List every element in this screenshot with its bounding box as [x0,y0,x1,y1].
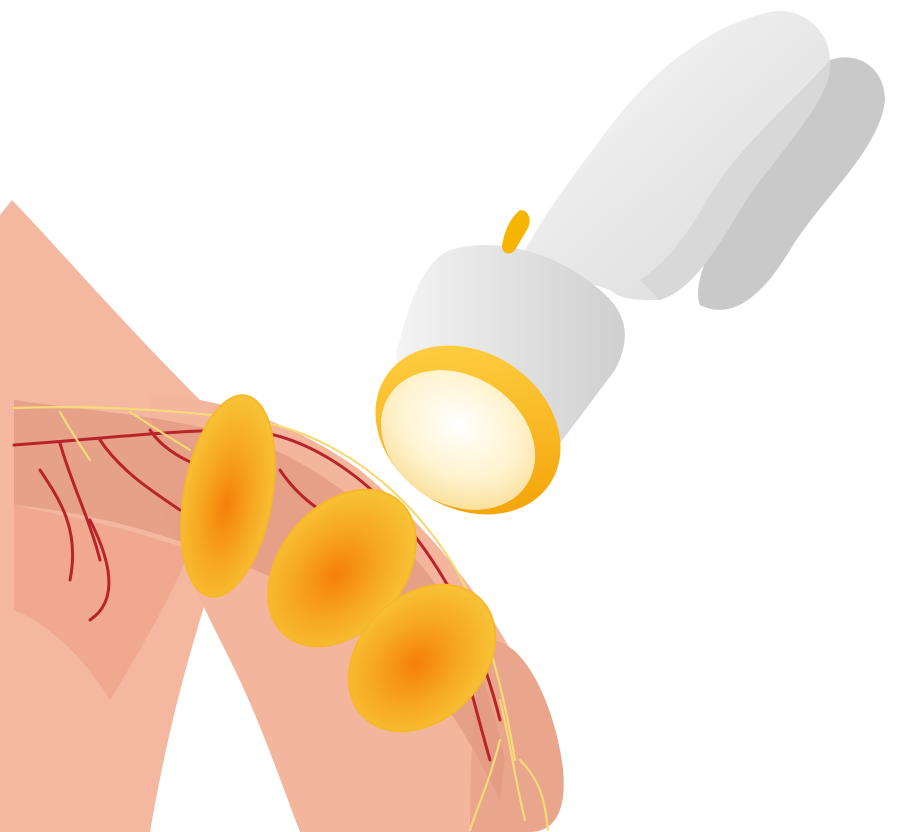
handheld-applicator [343,11,885,549]
device-button [502,210,530,253]
